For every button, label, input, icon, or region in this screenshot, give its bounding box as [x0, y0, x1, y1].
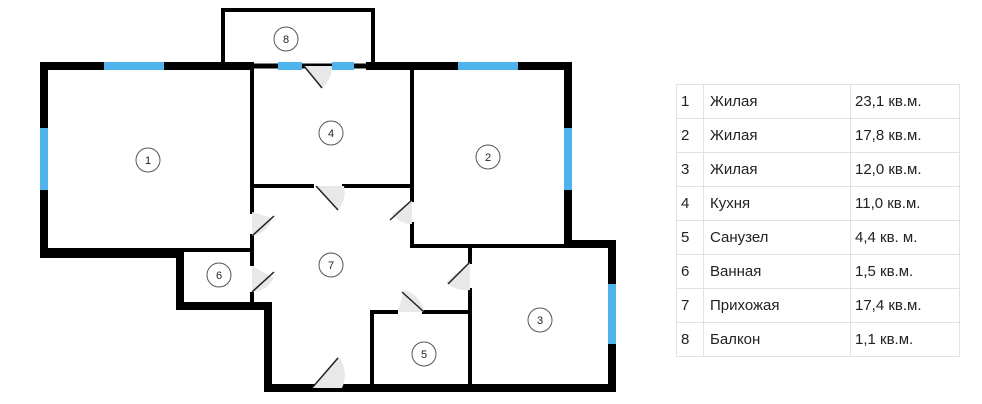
door-balcony: [303, 65, 333, 89]
room-name: Прихожая: [703, 288, 851, 323]
door-bath: [251, 266, 275, 293]
room-label-1: 1: [135, 147, 161, 173]
svg-text:6: 6: [216, 270, 222, 282]
door-room-3: [446, 261, 471, 291]
windows: [40, 62, 616, 344]
svg-text:5: 5: [421, 349, 427, 361]
room-label-7: 7: [318, 252, 344, 278]
room-label-4: 4: [318, 120, 344, 146]
room-label-6: 6: [206, 262, 232, 288]
room-labels: 1 2 3 4 5 6 7 8: [135, 26, 553, 367]
room-label-2: 2: [475, 144, 501, 170]
room-name: Жилая: [703, 152, 851, 187]
door-room-2: [389, 199, 413, 225]
doors: [251, 65, 471, 389]
room-name: Ванная: [703, 254, 851, 289]
room-area: 1,5 кв.м.: [850, 254, 960, 289]
svg-text:1: 1: [145, 155, 151, 167]
room-area: 17,8 кв.м.: [850, 118, 960, 153]
room-area: 17,4 кв.м.: [850, 288, 960, 323]
door-room-1: [251, 212, 275, 237]
door-kitchen: [315, 185, 345, 211]
room-area: 11,0 кв.м.: [850, 186, 960, 221]
svg-text:2: 2: [485, 152, 491, 164]
door-entrance: [311, 356, 345, 389]
inner-walls: [42, 64, 572, 390]
svg-text:3: 3: [537, 315, 543, 327]
room-name: Санузел: [703, 220, 851, 255]
room-number: 3: [676, 152, 704, 187]
svg-text:7: 7: [328, 260, 334, 272]
room-number: 8: [676, 322, 704, 357]
room-number: 5: [676, 220, 704, 255]
room-area: 12,0 кв.м.: [850, 152, 960, 187]
room-number: 1: [676, 84, 704, 119]
room-name: Жилая: [703, 84, 851, 119]
room-area: 23,1 кв.м.: [850, 84, 960, 119]
room-label-3: 3: [527, 307, 553, 333]
room-number: 7: [676, 288, 704, 323]
svg-text:4: 4: [328, 128, 334, 140]
room-area: 4,4 кв. м.: [850, 220, 960, 255]
room-label-8: 8: [273, 26, 299, 52]
svg-text:8: 8: [283, 34, 289, 46]
room-area: 1,1 кв.м.: [850, 322, 960, 357]
door-wc: [398, 290, 425, 313]
room-label-5: 5: [411, 341, 437, 367]
room-number: 2: [676, 118, 704, 153]
room-name: Кухня: [703, 186, 851, 221]
room-name: Жилая: [703, 118, 851, 153]
floor-plan: 1 2 3 4 5 6 7 8: [40, 8, 616, 392]
room-name: Балкон: [703, 322, 851, 357]
room-number: 4: [676, 186, 704, 221]
room-number: 6: [676, 254, 704, 289]
